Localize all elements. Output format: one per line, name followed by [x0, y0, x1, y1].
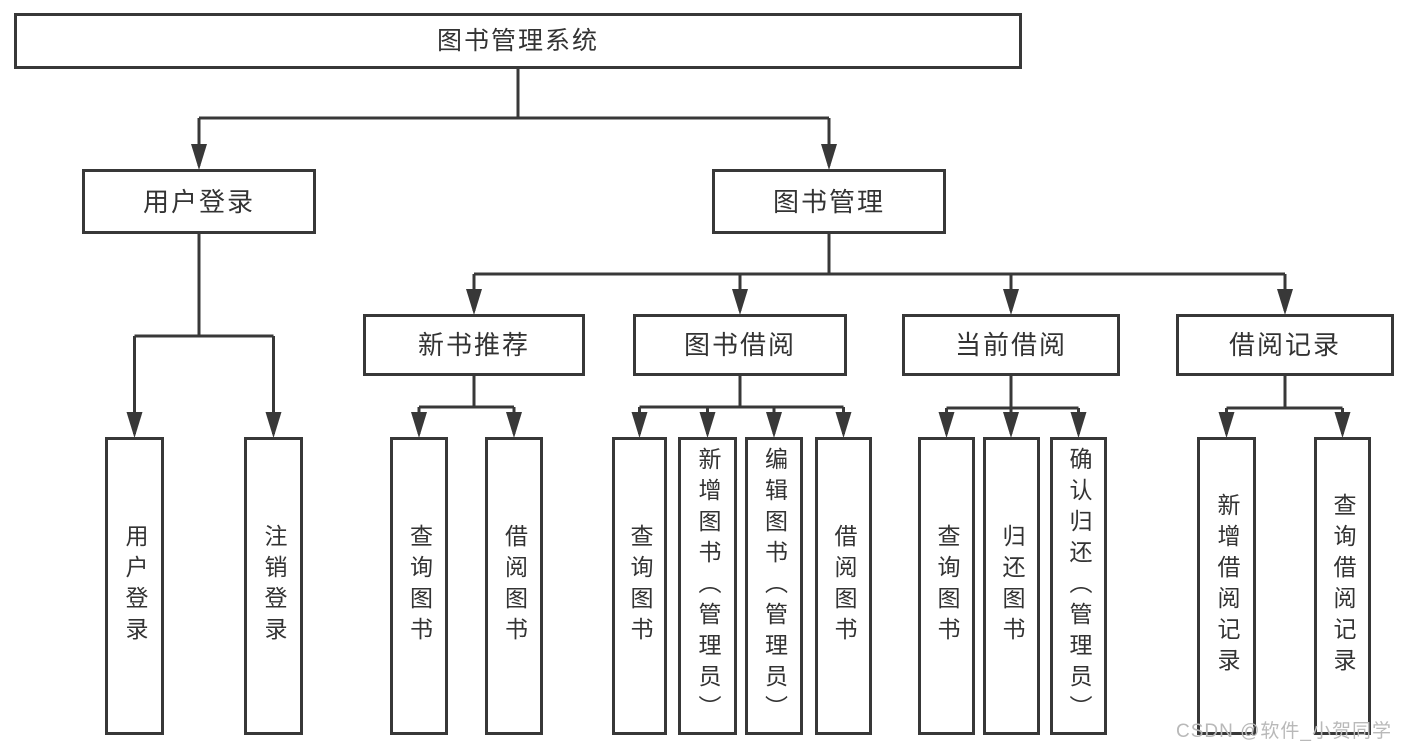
leaf-add-borrow-record: 新增借阅记录	[1197, 437, 1256, 735]
node-root-system-label: 图书管理系统	[436, 26, 599, 55]
leaf-query-books-borrowing-label: 查询图书	[627, 524, 653, 648]
node-book-management-label: 图书管理	[772, 186, 885, 217]
leaf-add-book-admin: 新增图书（管理员）	[678, 437, 737, 735]
leaf-query-books-current-label: 查询图书	[934, 524, 960, 648]
leaf-return-books-label: 归还图书	[999, 524, 1025, 648]
leaf-query-books-borrowing: 查询图书	[612, 437, 667, 735]
node-borrowing-records-label: 借阅记录	[1228, 330, 1341, 360]
node-new-book-recommend-label: 新书推荐	[417, 330, 530, 360]
leaf-borrow-books-label: 借阅图书	[831, 524, 857, 648]
leaf-confirm-return-admin: 确认归还（管理员）	[1050, 437, 1107, 735]
node-book-borrowing: 图书借阅	[633, 314, 847, 376]
node-borrowing-records: 借阅记录	[1176, 314, 1394, 376]
node-book-management: 图书管理	[712, 169, 946, 234]
leaf-borrow-books: 借阅图书	[815, 437, 872, 735]
node-current-borrowing-label: 当前借阅	[954, 330, 1067, 360]
leaf-query-books-current: 查询图书	[918, 437, 975, 735]
leaf-query-books-recommend-label: 查询图书	[406, 524, 433, 648]
node-book-borrowing-label: 图书借阅	[683, 330, 796, 360]
leaf-add-book-admin-label: 新增图书（管理员）	[695, 446, 721, 726]
leaf-edit-book-admin-label: 编辑图书（管理员）	[761, 446, 788, 726]
leaf-query-books-recommend: 查询图书	[390, 437, 448, 735]
leaf-edit-book-admin: 编辑图书（管理员）	[745, 437, 803, 735]
leaf-query-borrow-record-label: 查询借阅记录	[1330, 493, 1356, 679]
node-root-system: 图书管理系统	[14, 13, 1022, 69]
leaf-logout-label: 注销登录	[261, 524, 287, 648]
leaf-confirm-return-admin-label: 确认归还（管理员）	[1066, 446, 1092, 726]
csdn-watermark: CSDN @软件_小贺同学	[1176, 721, 1392, 742]
leaf-borrow-books-recommend: 借阅图书	[485, 437, 543, 735]
leaf-user-login: 用户登录	[105, 437, 164, 735]
node-new-book-recommend: 新书推荐	[363, 314, 585, 376]
node-user-login: 用户登录	[82, 169, 316, 234]
leaf-query-borrow-record: 查询借阅记录	[1314, 437, 1371, 735]
leaf-borrow-books-recommend-label: 借阅图书	[501, 524, 528, 648]
leaf-return-books: 归还图书	[983, 437, 1040, 735]
node-current-borrowing: 当前借阅	[902, 314, 1120, 376]
node-user-login-label: 用户登录	[142, 186, 255, 217]
leaf-add-borrow-record-label: 新增借阅记录	[1214, 493, 1240, 679]
leaf-logout: 注销登录	[244, 437, 303, 735]
leaf-user-login-label: 用户登录	[122, 524, 148, 648]
